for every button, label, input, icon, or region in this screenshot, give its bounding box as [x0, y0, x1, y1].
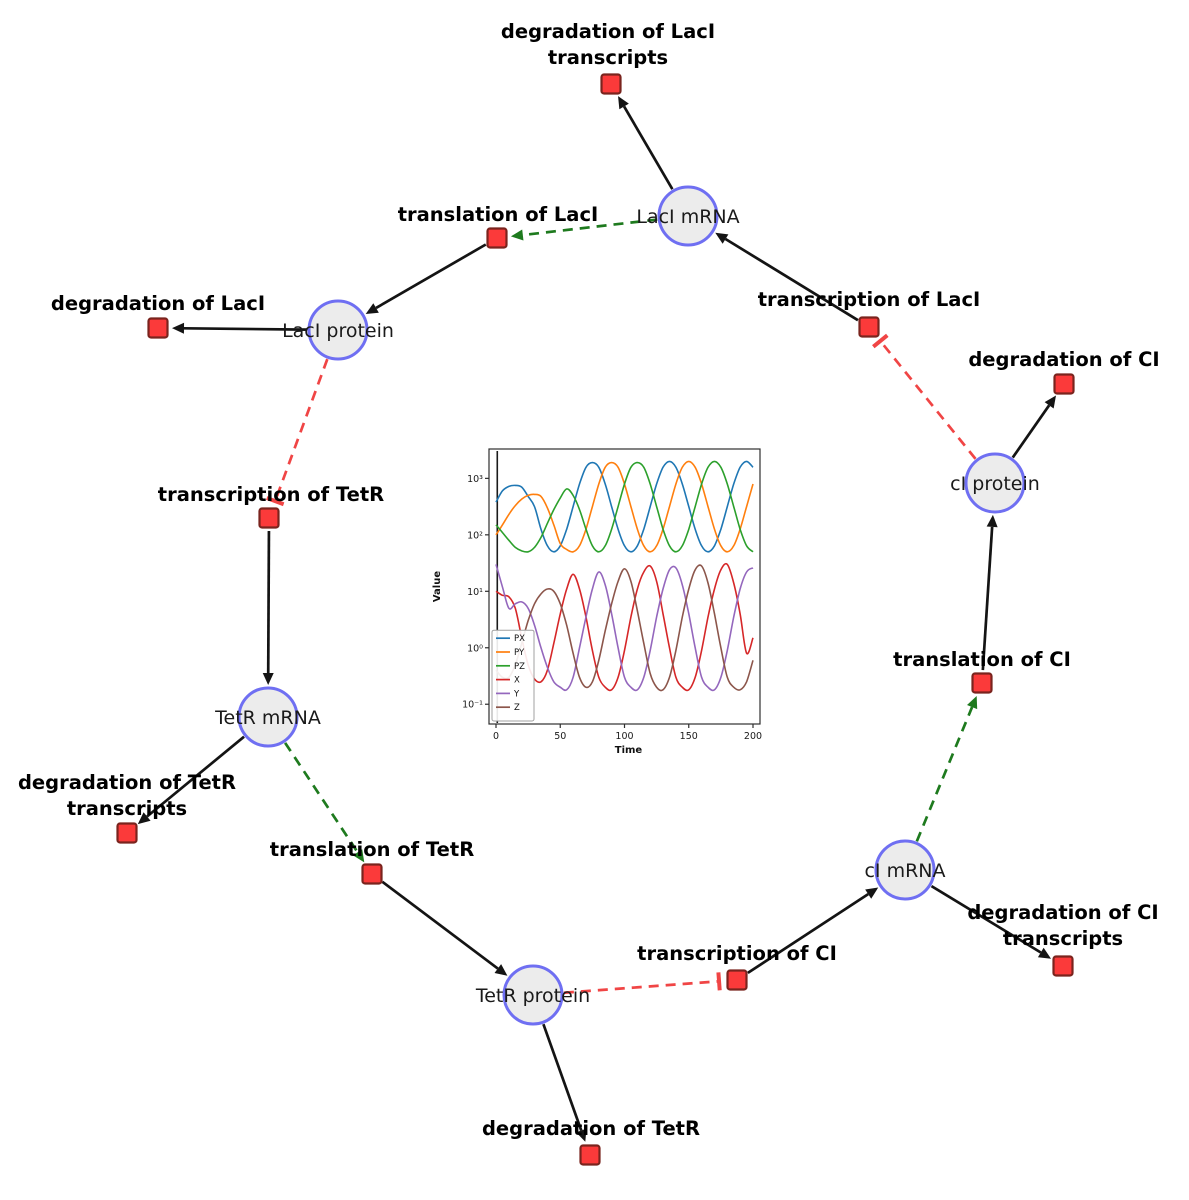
x-tick-label: 150 — [680, 731, 698, 742]
species-node-laci-mrna[interactable] — [657, 185, 719, 247]
species-label-tetr-protein: TetR protein — [475, 985, 590, 1007]
reaction-label-deg-ci: degradation of CI — [968, 348, 1159, 371]
reaction-node-transcription-laci[interactable] — [858, 316, 880, 338]
legend-label-PX: PX — [514, 634, 525, 644]
species-label-ci-protein: cI protein — [950, 473, 1040, 495]
reaction-label-translation-ci: translation of CI — [893, 648, 1071, 671]
edge-modifier-ci-mrna-translation-ci — [915, 706, 974, 842]
chart-legend — [491, 629, 535, 722]
x-tick-label: 0 — [493, 731, 499, 742]
species-node-ci-protein[interactable] — [964, 452, 1026, 514]
series-line-X — [495, 562, 754, 692]
series-line-Y — [495, 564, 754, 692]
arrowhead-icon — [171, 322, 185, 334]
species-node-ci-mrna[interactable] — [874, 839, 936, 901]
x-tick-label: 100 — [615, 731, 633, 742]
edge-inhibition-ci-protein-transcription-laci — [879, 340, 977, 460]
edge-production-transcription-tetr-tetr-mrna — [266, 530, 271, 674]
series-line-PX — [495, 460, 754, 553]
reaction-node-deg-ci[interactable] — [1053, 373, 1075, 395]
edge-consumption-ci-mrna-deg-ci-transcripts — [930, 884, 1042, 954]
reaction-node-translation-tetr[interactable] — [361, 863, 383, 885]
edge-consumption-laci-mrna-deg-laci-transcripts — [622, 105, 674, 190]
inhibition-tee-icon — [266, 496, 285, 507]
species-label-laci-mrna: LacI mRNA — [636, 206, 739, 228]
reaction-node-deg-ci-transcripts[interactable] — [1052, 955, 1074, 977]
arrowhead-icon — [365, 303, 379, 314]
reaction-node-deg-tetr-transcripts[interactable] — [116, 822, 138, 844]
edge-consumption-ci-protein-deg-ci — [1011, 404, 1051, 459]
legend-label-Z: Z — [514, 703, 520, 713]
inhibition-tee-icon — [716, 972, 722, 991]
species-node-tetr-protein[interactable] — [502, 964, 564, 1026]
edge-production-transcription-laci-laci-mrna — [724, 237, 859, 322]
reaction-label-transcription-ci: transcription of CI — [637, 942, 837, 965]
chart-ylabel: Value — [432, 571, 443, 602]
reaction-node-translation-laci[interactable] — [486, 227, 508, 249]
y-tick-label: 10⁻¹ — [462, 700, 483, 711]
x-tick-label: 200 — [744, 731, 762, 742]
reaction-label-translation-laci: translation of LacI — [398, 203, 599, 226]
edge-consumption-tetr-mrna-deg-tetr-transcripts — [146, 735, 245, 818]
reaction-label-transcription-laci: transcription of LacI — [758, 288, 981, 311]
edge-inhibition-tetr-protein-transcription-ci — [563, 979, 720, 995]
arrowhead-icon — [986, 514, 998, 528]
arrowhead-icon — [262, 672, 274, 686]
species-label-tetr-mrna: TetR mRNA — [214, 707, 321, 729]
edge-consumption-tetr-protein-deg-tetr — [542, 1023, 583, 1131]
arrowhead-icon — [510, 229, 524, 241]
arrowhead-icon — [1037, 947, 1052, 959]
arrowhead-icon — [865, 887, 879, 899]
series-line-PZ — [495, 460, 754, 553]
species-label-laci-protein: LacI protein — [282, 320, 394, 342]
edge-production-translation-tetr-tetr-protein — [381, 880, 499, 970]
y-tick-label: 10⁰ — [467, 643, 483, 654]
species-node-laci-protein[interactable] — [307, 299, 369, 361]
arrowhead-icon — [353, 849, 365, 863]
legend-label-Y: Y — [513, 689, 520, 699]
edge-modifier-tetr-mrna-translation-tetr — [283, 742, 359, 854]
arrowhead-icon — [1044, 395, 1056, 409]
series-line-Z — [495, 564, 754, 692]
arrowhead-icon — [618, 96, 629, 110]
reaction-node-transcription-ci[interactable] — [726, 969, 748, 991]
y-tick-label: 10² — [467, 530, 483, 541]
y-tick-label: 10¹ — [467, 587, 483, 598]
reaction-label-transcription-tetr: transcription of TetR — [158, 483, 384, 506]
legend-label-PZ: PZ — [514, 662, 525, 672]
chart-xlabel: Time — [615, 745, 643, 756]
species-node-tetr-mrna[interactable] — [237, 686, 299, 748]
arrowhead-icon — [494, 964, 508, 976]
reaction-node-deg-laci[interactable] — [147, 317, 169, 339]
edge-inhibition-laci-protein-transcription-tetr — [273, 358, 329, 502]
reaction-label-deg-tetr: degradation of TetR — [482, 1117, 700, 1140]
reaction-node-transcription-tetr[interactable] — [258, 507, 280, 529]
reaction-label-translation-tetr: translation of TetR — [270, 838, 474, 861]
x-tick-label: 50 — [554, 731, 566, 742]
y-tick-label: 10³ — [467, 474, 483, 485]
reaction-node-translation-ci[interactable] — [971, 672, 993, 694]
arrowhead-icon — [137, 812, 151, 825]
legend-label-X: X — [514, 676, 520, 686]
species-label-ci-mrna: cI mRNA — [864, 860, 945, 882]
legend-label-PY: PY — [514, 648, 525, 658]
edge-production-transcription-ci-ci-mrna — [747, 892, 869, 975]
edge-production-translation-ci-ci-protein — [981, 526, 994, 671]
reaction-node-deg-laci-transcripts[interactable] — [600, 73, 622, 95]
arrowhead-icon — [715, 232, 729, 244]
arrowhead-icon — [576, 1128, 587, 1142]
reaction-node-deg-tetr[interactable] — [579, 1144, 601, 1166]
edge-modifier-laci-mrna-translation-laci — [522, 218, 658, 237]
arrowhead-icon — [967, 695, 978, 710]
edge-production-translation-laci-laci-protein — [375, 243, 487, 310]
edge-consumption-laci-protein-deg-laci — [183, 326, 308, 332]
reaction-label-deg-laci: degradation of LacI — [51, 292, 265, 315]
inhibition-tee-icon — [872, 333, 889, 349]
